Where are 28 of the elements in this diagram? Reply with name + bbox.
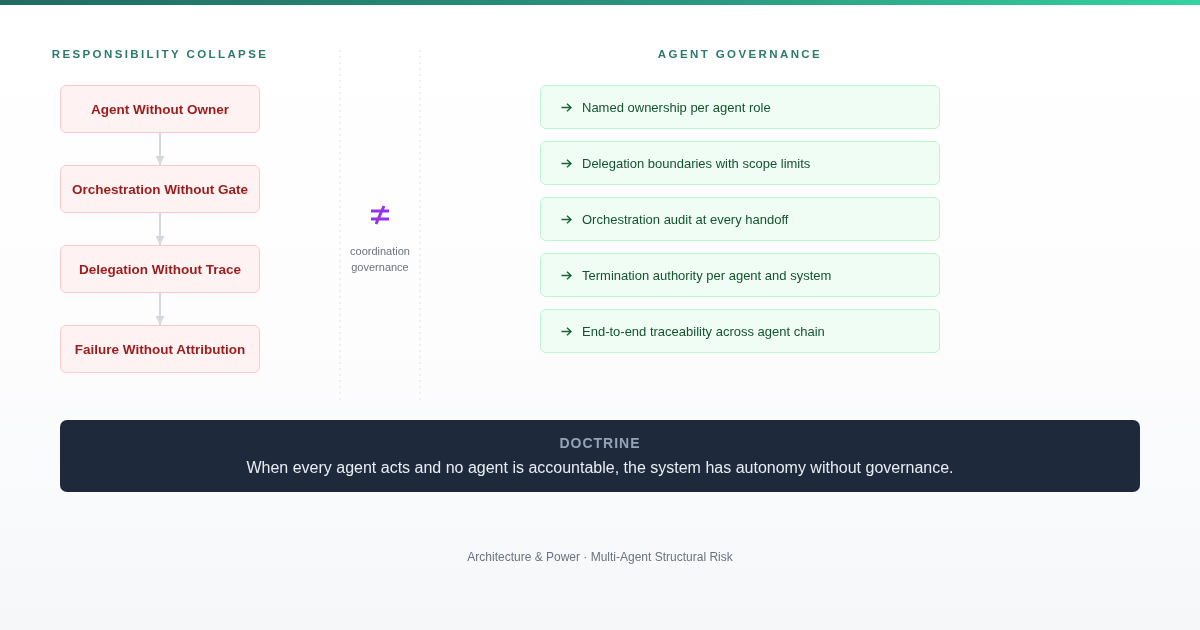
failure-mode-text: Failure Without Attribution — [74, 341, 246, 357]
arrow — [155, 212, 165, 246]
failure-mode-text: Agent Without Owner — [91, 101, 229, 117]
governance-item-box — [540, 85, 940, 129]
governance-item-box — [540, 141, 940, 185]
failure-mode-box — [60, 245, 260, 293]
failure-mode-box — [60, 85, 260, 133]
divider-caption: coordination governance — [349, 244, 411, 275]
column-heading: AGENT GOVERNANCE — [657, 48, 823, 60]
arrow — [155, 292, 165, 326]
governance-item-box — [540, 309, 940, 353]
governance-item-box — [540, 197, 940, 241]
governance-text: Delegation boundaries with scope limits — [582, 155, 811, 171]
governance-item-box — [540, 253, 940, 297]
governance-text: Termination authority per agent and system — [582, 267, 832, 283]
footer-subtitle: Architecture & Power · Multi-Agent Structural Risk — [467, 550, 733, 564]
failure-mode-box — [60, 325, 260, 373]
arrow — [155, 132, 165, 166]
governance-text: End-to-end traceability across agent chain — [582, 323, 825, 339]
doctrine-statement: When every agent acts and no agent is accountable, the system has autonomy without governance. — [246, 458, 954, 478]
doctrine-banner — [60, 420, 1140, 492]
governance-text: Orchestration audit at every handoff — [582, 211, 789, 227]
doctrine-heading: DOCTRINE — [559, 434, 641, 452]
column-heading: RESPONSIBILITY COLLAPSE — [51, 48, 269, 60]
failure-mode-text: Orchestration Without Gate — [71, 181, 249, 197]
failure-mode-text: Delegation Without Trace — [79, 261, 241, 277]
failure-mode-box — [60, 165, 260, 213]
governance-text: Named ownership per agent role — [582, 99, 771, 115]
